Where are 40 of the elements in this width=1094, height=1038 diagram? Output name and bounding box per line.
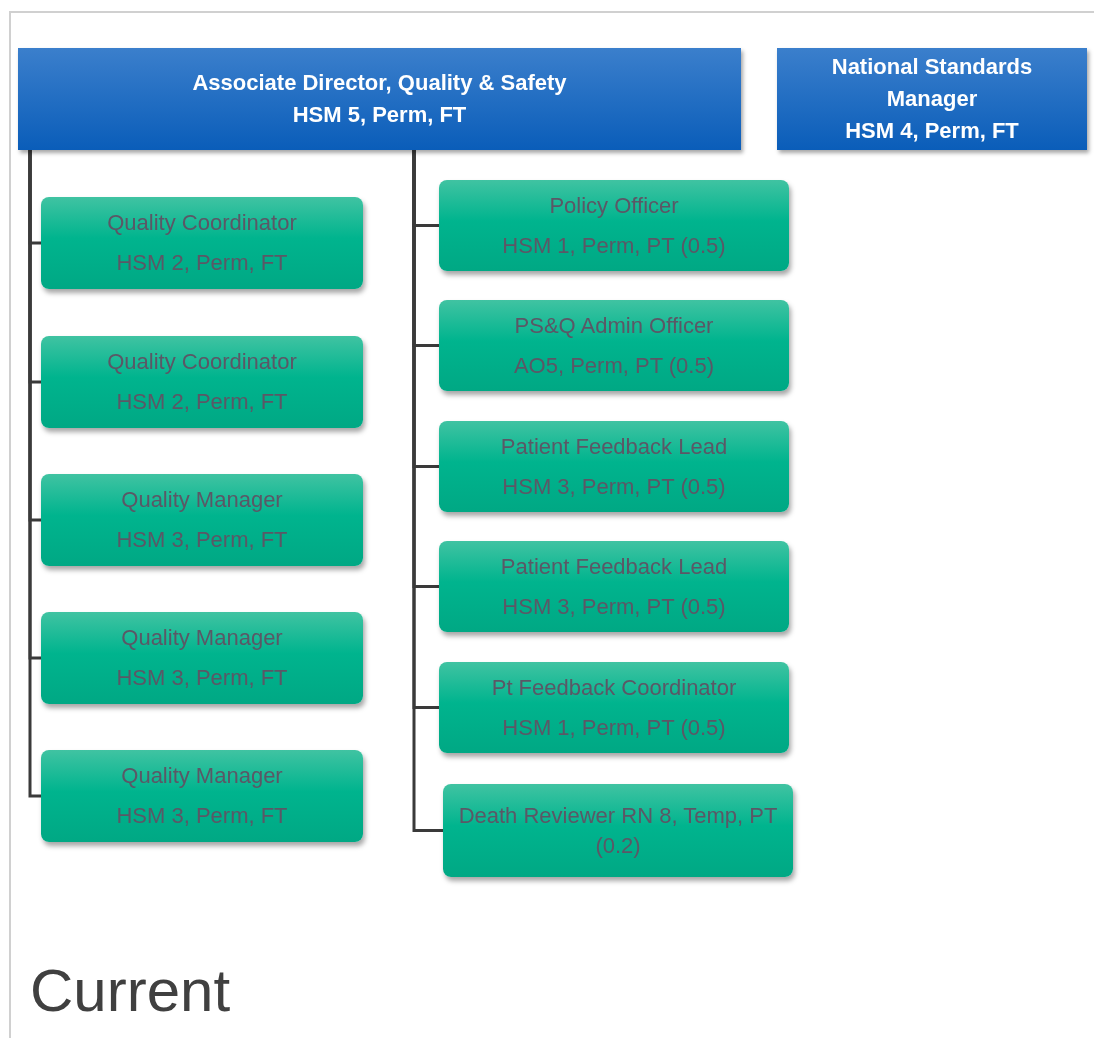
role-details: HSM 3, Perm, FT	[116, 802, 288, 830]
role-title: Patient Feedback Lead	[500, 432, 728, 461]
role-title: PS&Q Admin Officer	[514, 311, 714, 340]
role-details: HSM 3, Perm, PT (0.5)	[502, 472, 726, 501]
role-title: Quality Manager	[121, 486, 283, 514]
manager-box	[777, 48, 1087, 150]
role-title: Associate Director, Quality & Safety	[192, 69, 567, 97]
role-details: HSM 2, Perm, FT	[116, 388, 288, 416]
role-title: Policy Officer	[549, 191, 679, 220]
role-title: Quality Coordinator	[107, 209, 297, 237]
role-title: Death Reviewer RN 8, Temp, PT (0.2)	[457, 801, 779, 860]
role-title: National Standards Manager	[830, 53, 1034, 113]
role-box	[439, 662, 789, 753]
role-title: Pt Feedback Coordinator	[491, 673, 737, 702]
role-details: HSM 3, Perm, FT	[116, 526, 288, 554]
role-details: HSM 1, Perm, PT (0.5)	[502, 231, 726, 260]
role-box	[439, 541, 789, 632]
role-details: HSM 1, Perm, PT (0.5)	[502, 713, 726, 742]
role-details: HSM 3, Perm, FT	[116, 664, 288, 692]
role-box	[443, 784, 793, 877]
connector-line	[28, 150, 41, 798]
role-details: HSM 3, Perm, PT (0.5)	[502, 592, 726, 621]
role-details: HSM 4, Perm, FT	[845, 117, 1019, 145]
role-box	[439, 180, 789, 271]
role-title: Patient Feedback Lead	[500, 552, 728, 581]
manager-box	[18, 48, 741, 150]
role-box	[41, 750, 363, 842]
chart-status-label: Current	[30, 956, 231, 1026]
role-title: Quality Coordinator	[107, 348, 297, 376]
role-title: Quality Manager	[121, 762, 283, 790]
role-title: Quality Manager	[121, 624, 283, 652]
role-details: HSM 5, Perm, FT	[292, 101, 467, 129]
role-box	[41, 197, 363, 289]
role-box	[41, 336, 363, 428]
role-box	[439, 300, 789, 391]
role-box	[41, 474, 363, 566]
role-details: HSM 2, Perm, FT	[116, 249, 288, 277]
role-box	[439, 421, 789, 512]
role-box	[41, 612, 363, 704]
role-details: AO5, Perm, PT (0.5)	[513, 351, 715, 380]
